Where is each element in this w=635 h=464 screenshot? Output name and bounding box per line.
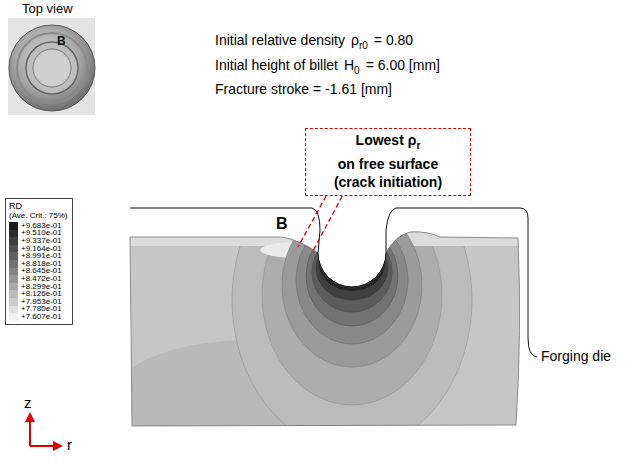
contour-legend: RD(Ave. Crit.: 75%)+9.683e-01+9.510e-01+… (5, 198, 73, 325)
legend-swatch (9, 252, 18, 260)
parameter-text: H (344, 57, 354, 73)
callout-line: Lowestρr (312, 131, 464, 155)
callout-text: ρ (408, 132, 417, 148)
parameter-text: Fracture stroke = -1.61 [mm] (215, 81, 392, 97)
legend-swatch (9, 306, 18, 314)
legend-subtitle: (Ave. Crit.: 75%) (9, 211, 68, 220)
parameter-text: = 6.00 [mm] (366, 57, 440, 73)
axis-label: z (24, 394, 32, 411)
legend-value: +7.607e-01 (21, 313, 62, 321)
leader-line (298, 189, 346, 251)
parameter-text: ρ (351, 32, 359, 48)
callout-box: Lowestρron free surface(crack initiation… (305, 128, 471, 196)
photo-title: Top view (22, 2, 73, 17)
die-label: Forging die (541, 348, 611, 364)
callout-line: on free surface (312, 155, 464, 173)
callout-text: (crack initiation) (334, 174, 442, 190)
legend-swatch (9, 222, 18, 230)
legend-swatch (9, 290, 18, 298)
legend-swatch (9, 298, 18, 306)
legend-swatch (9, 230, 18, 238)
legend-swatch (9, 275, 18, 283)
legend-swatch (9, 237, 18, 245)
billet-outline (130, 232, 520, 426)
parameter-text: Initial relative density (215, 32, 345, 48)
callout-line: (crack initiation) (312, 173, 464, 191)
parameter-text: = 0.80 (374, 32, 413, 48)
callout-text: on free surface (338, 156, 438, 172)
axis-label: r (67, 436, 72, 453)
subscript: r0 (359, 40, 368, 51)
parameter-line: Initial relative density ρr0 = 0.80 (215, 31, 413, 55)
subscript: r (417, 140, 421, 151)
callout-text: Lowest (356, 132, 404, 148)
point-label: B (57, 35, 66, 49)
legend-row: +7.607e-01 (9, 313, 68, 321)
parameter-line: Initial height of billet H0 = 6.00 [mm] (215, 56, 440, 80)
parameter-line: Fracture stroke = -1.61 [mm] (215, 80, 392, 98)
density-contour (110, 150, 530, 460)
parameter-text: Initial height of billet (215, 57, 338, 73)
legend-swatch (9, 283, 18, 291)
legend-swatch (9, 313, 18, 321)
axis-arrows (25, 412, 63, 451)
legend-swatch (9, 260, 18, 268)
top-view-photo (8, 18, 95, 115)
subscript: 0 (354, 65, 360, 76)
legend-swatch (9, 268, 18, 276)
point-label: B (276, 215, 288, 233)
legend-title: RD (9, 201, 68, 211)
legend-swatch (9, 245, 18, 253)
forging-die (130, 208, 537, 357)
